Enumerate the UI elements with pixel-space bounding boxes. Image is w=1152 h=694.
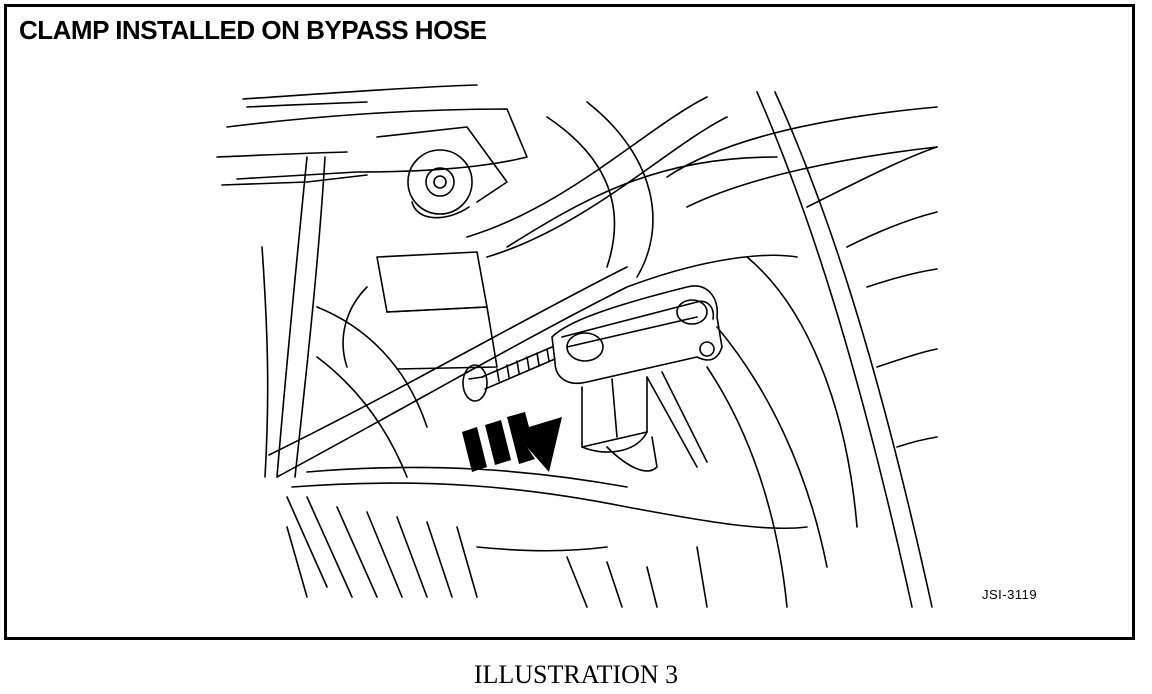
engine-illustration — [216, 84, 938, 608]
figure-code: JSI-3119 — [982, 587, 1038, 602]
figure-frame: CLAMP INSTALLED ON BYPASS HOSE — [4, 4, 1135, 640]
direction-arrow-icon — [462, 412, 562, 472]
illustration-caption: ILLUSTRATION 3 — [473, 660, 679, 689]
figure-title: CLAMP INSTALLED ON BYPASS HOSE — [19, 15, 487, 45]
